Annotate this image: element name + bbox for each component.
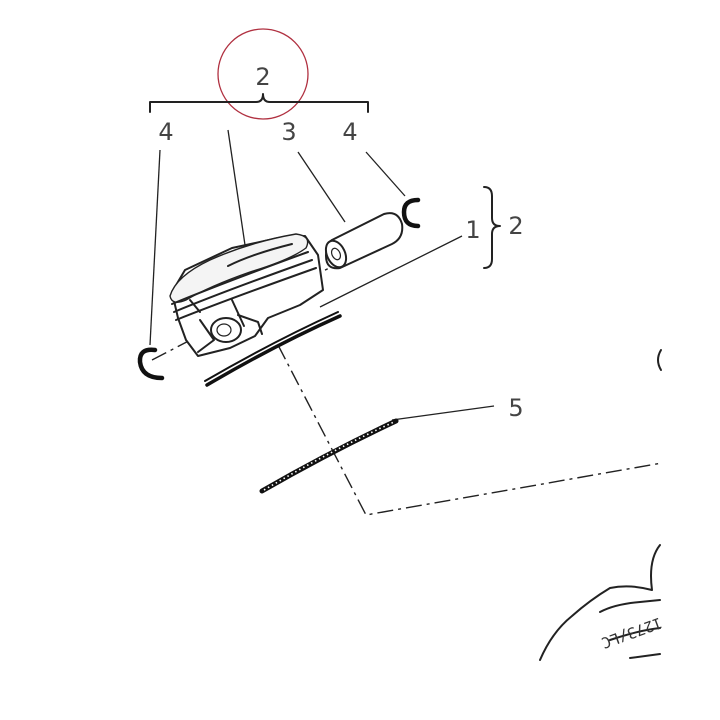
group-bracket-top	[149, 93, 369, 113]
cylinder-axis-line	[277, 344, 663, 516]
callout-group-right: 2	[508, 212, 523, 240]
group-bracket-right	[483, 186, 501, 269]
engine-case-partial	[539, 349, 662, 661]
piston-ring-set	[204, 311, 342, 387]
leader-clip-right	[365, 151, 406, 197]
leader-piston	[227, 129, 246, 246]
leader-piston-pin	[297, 151, 346, 223]
circlip-left	[137, 347, 165, 381]
callout-clip-right: 4	[342, 118, 357, 146]
callout-clip-left: 4	[158, 118, 173, 146]
pin-axis-line	[151, 253, 357, 361]
gasket	[259, 418, 399, 494]
piston	[169, 233, 324, 357]
callout-gasket: 5	[508, 394, 523, 422]
leader-ring-set	[319, 235, 463, 308]
callout-piston-pin: 3	[281, 118, 296, 146]
callout-group-top: 2	[255, 63, 270, 91]
callout-ring-set: 1	[465, 216, 480, 244]
circlip-right	[401, 197, 421, 229]
engine-stamp: 1273/LC	[599, 613, 665, 652]
leader-clip-left	[149, 149, 161, 346]
piston-pin	[324, 212, 404, 270]
highlight-circle	[217, 28, 309, 120]
leader-gasket	[391, 405, 495, 421]
